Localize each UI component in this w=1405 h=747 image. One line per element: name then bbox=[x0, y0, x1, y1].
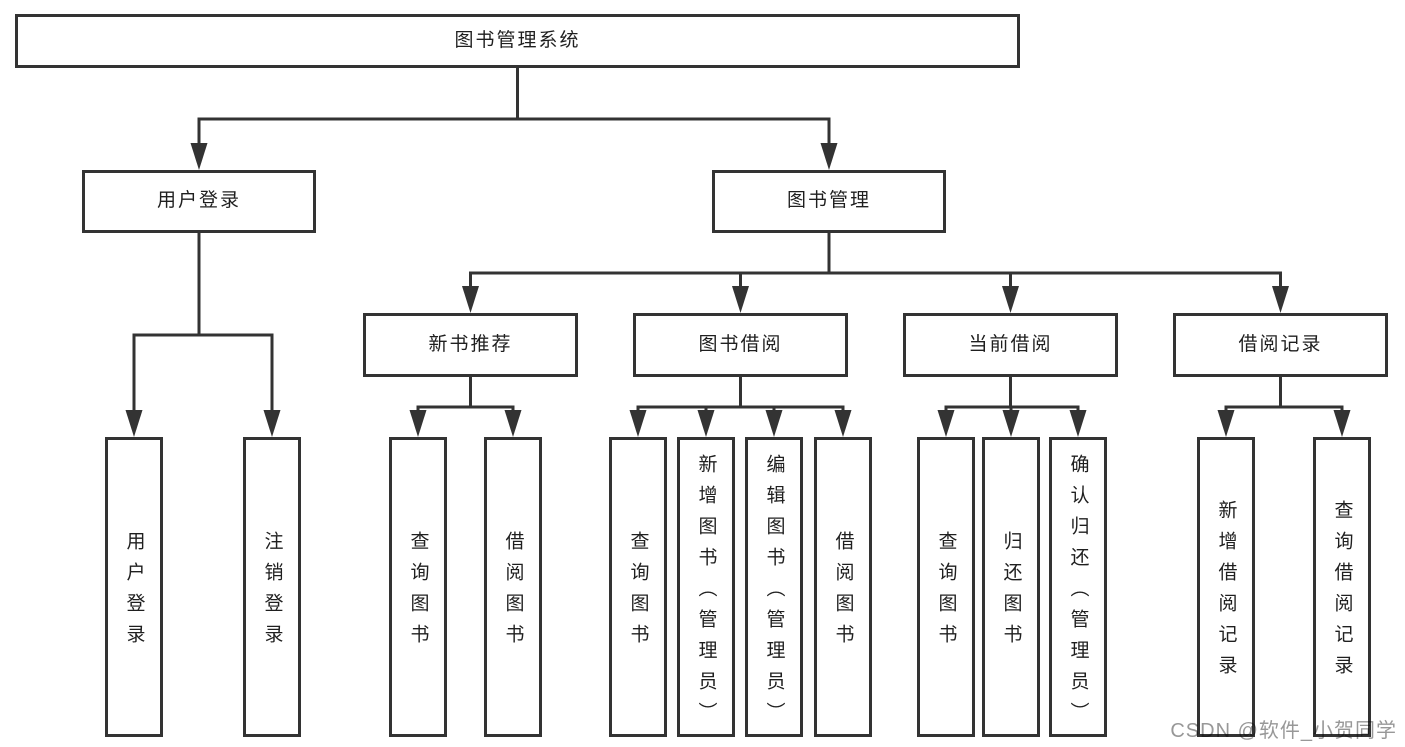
node-label: 借阅图书 bbox=[832, 531, 854, 655]
arrowhead-to-borrow-edit-book bbox=[765, 410, 783, 437]
arrowhead-to-book-borrow bbox=[732, 286, 749, 313]
arrowhead-to-new-book-rec bbox=[462, 286, 479, 313]
node-label: 借阅记录 bbox=[1238, 333, 1323, 355]
arrowhead-to-logout-action bbox=[263, 410, 281, 437]
node-label: 注销登录 bbox=[261, 531, 283, 655]
node-label: 图书管理系统 bbox=[454, 29, 581, 51]
arrowhead-to-current-return-book bbox=[1002, 410, 1020, 437]
node-current-query-book: 查询图书 bbox=[917, 437, 975, 737]
node-label: 查询借阅记录 bbox=[1331, 500, 1353, 686]
node-borrow-borrow-book: 借阅图书 bbox=[814, 437, 872, 737]
node-label: 图书管理 bbox=[786, 190, 871, 212]
node-label: 新书推荐 bbox=[428, 333, 513, 355]
arrowhead-to-newbook-borrow-book bbox=[504, 410, 522, 437]
connector-path bbox=[469, 231, 1282, 292]
connector-from-root bbox=[190, 66, 838, 170]
arrowhead-to-current-borrow bbox=[1002, 286, 1019, 313]
node-label: 查询图书 bbox=[627, 531, 649, 655]
node-label: 查询图书 bbox=[407, 531, 429, 655]
arrowhead-to-newbook-query-book bbox=[409, 410, 427, 437]
node-label: 用户登录 bbox=[156, 190, 241, 212]
connector-from-current-borrow bbox=[937, 375, 1087, 437]
connector-path bbox=[132, 231, 274, 416]
arrowhead-to-record-add-record bbox=[1217, 410, 1235, 437]
node-book-borrow: 图书借阅 bbox=[633, 313, 848, 377]
node-label: 新增借阅记录 bbox=[1215, 500, 1237, 686]
node-newbook-borrow-book: 借阅图书 bbox=[484, 437, 542, 737]
node-label: 用户登录 bbox=[123, 531, 145, 655]
connector-from-book-mgmt bbox=[462, 231, 1289, 313]
node-current-confirm-return: 确认归还（管理员） bbox=[1049, 437, 1107, 737]
node-book-mgmt: 图书管理 bbox=[712, 170, 946, 233]
node-label: 当前借阅 bbox=[968, 333, 1053, 355]
node-label: 确认归还（管理员） bbox=[1067, 453, 1089, 733]
node-user-login-action: 用户登录 bbox=[105, 437, 163, 737]
node-record-query-record: 查询借阅记录 bbox=[1313, 437, 1371, 737]
node-borrow-add-book: 新增图书（管理员） bbox=[677, 437, 735, 737]
node-label: 查询图书 bbox=[935, 531, 957, 655]
arrowhead-to-book-mgmt bbox=[820, 143, 838, 170]
arrowhead-to-current-query-book bbox=[937, 410, 955, 437]
connector-from-book-borrow bbox=[629, 375, 852, 437]
connector-from-user-login bbox=[125, 231, 281, 437]
watermark: CSDN @软件_小贺同学 bbox=[1170, 720, 1397, 742]
node-label: 图书借阅 bbox=[698, 333, 783, 355]
node-user-login: 用户登录 bbox=[82, 170, 316, 233]
connector-path bbox=[416, 375, 515, 416]
connector-from-borrow-record bbox=[1217, 375, 1351, 437]
node-label: 归还图书 bbox=[1000, 531, 1022, 655]
node-label: 新增图书（管理员） bbox=[695, 453, 717, 733]
connector-path bbox=[1224, 375, 1344, 416]
arrowhead-to-borrow-add-book bbox=[697, 410, 715, 437]
connector-from-new-book-rec bbox=[409, 375, 522, 437]
arrowhead-to-record-query-record bbox=[1333, 410, 1351, 437]
node-new-book-rec: 新书推荐 bbox=[363, 313, 578, 377]
node-current-borrow: 当前借阅 bbox=[903, 313, 1118, 377]
arrowhead-to-borrow-borrow-book bbox=[834, 410, 852, 437]
connector-path bbox=[944, 375, 1080, 416]
node-newbook-query-book: 查询图书 bbox=[389, 437, 447, 737]
node-borrow-query-book: 查询图书 bbox=[609, 437, 667, 737]
connector-path bbox=[636, 375, 845, 416]
arrowhead-to-current-confirm-return bbox=[1069, 410, 1087, 437]
node-label: 编辑图书（管理员） bbox=[763, 453, 785, 733]
arrowhead-to-user-login-action bbox=[125, 410, 143, 437]
node-record-add-record: 新增借阅记录 bbox=[1197, 437, 1255, 737]
node-borrow-record: 借阅记录 bbox=[1173, 313, 1388, 377]
node-current-return-book: 归还图书 bbox=[982, 437, 1040, 737]
node-label: 借阅图书 bbox=[502, 531, 524, 655]
arrowhead-to-user-login bbox=[190, 143, 208, 170]
node-borrow-edit-book: 编辑图书（管理员） bbox=[745, 437, 803, 737]
arrowhead-to-borrow-record bbox=[1272, 286, 1289, 313]
node-root: 图书管理系统 bbox=[15, 14, 1020, 68]
arrowhead-to-borrow-query-book bbox=[629, 410, 647, 437]
node-logout-action: 注销登录 bbox=[243, 437, 301, 737]
connector-path bbox=[197, 66, 831, 149]
